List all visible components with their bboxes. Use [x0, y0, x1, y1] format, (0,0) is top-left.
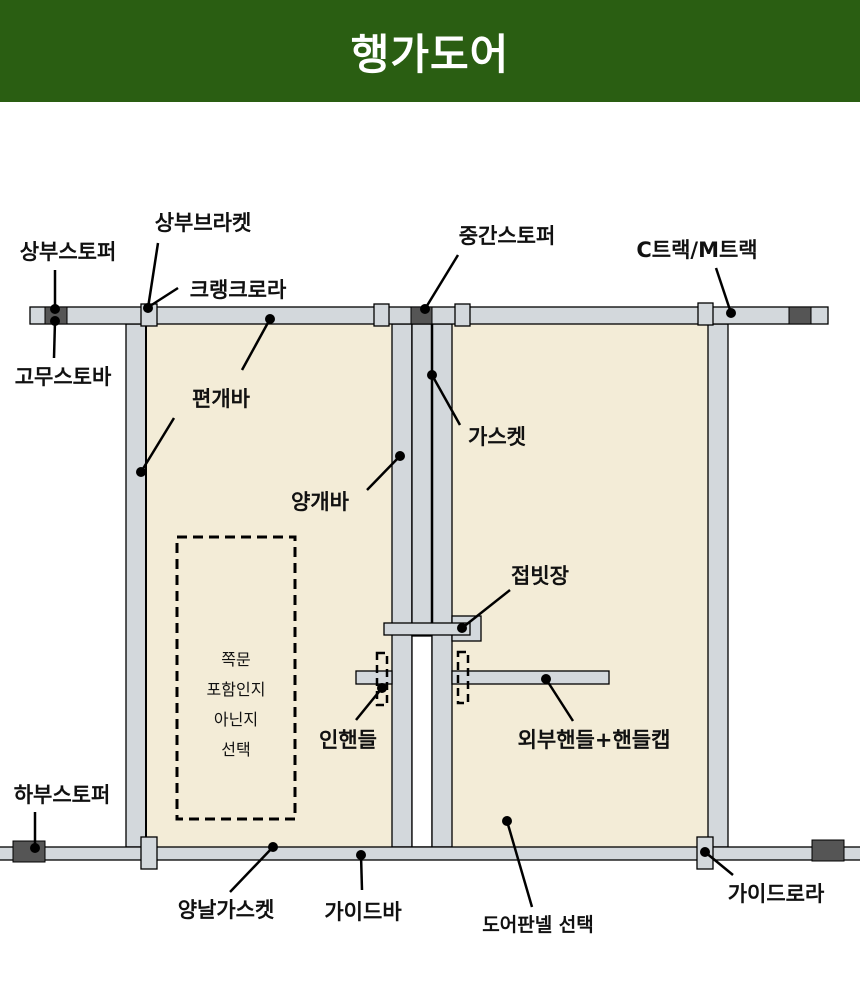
double-bar-right — [431, 323, 453, 848]
handle-cap — [456, 650, 470, 705]
header: 행가도어 — [0, 0, 860, 102]
label-single-bar: 편개바 — [192, 387, 251, 411]
label-top-stopper: 상부스토퍼 — [20, 240, 117, 264]
crank-roller — [697, 302, 714, 326]
gasket-strip — [411, 323, 433, 637]
label-outer-handle: 외부핸들+핸들캡 — [518, 728, 671, 752]
guide-bar — [0, 846, 860, 861]
guide-roller — [140, 836, 158, 870]
label-top-bracket: 상부브라켓 — [155, 211, 252, 235]
label-hinge: 접빗장 — [511, 564, 569, 588]
label-double-bar: 양개바 — [291, 490, 350, 514]
right-door-panel — [452, 324, 708, 847]
double-bar-left — [391, 323, 413, 848]
label-guide-roller: 가이드로라 — [728, 882, 825, 906]
leader-dots — [30, 303, 736, 860]
wicket-text: 아닌지 — [214, 710, 258, 729]
wicket-text: 쪽문 — [221, 650, 250, 669]
outer-handle — [451, 670, 610, 685]
bottom-stopper-right — [811, 839, 845, 862]
crank-roller — [454, 303, 471, 327]
wicket-text: 선택 — [221, 740, 250, 759]
label-middle-stopper: 중간스토퍼 — [459, 224, 556, 248]
bottom-stopper — [12, 840, 46, 863]
label-crank-roller: 크랭크로라 — [190, 278, 287, 302]
label-bottom-stopper: 하부스토퍼 — [14, 783, 111, 807]
label-guide-bar: 가이드바 — [324, 900, 402, 924]
label-inner-handle: 인핸들 — [319, 728, 377, 752]
label-double-gasket: 양날가스켓 — [178, 898, 275, 922]
wicket-text: 포함인지 — [207, 680, 266, 699]
handle-cap — [375, 651, 389, 707]
top-stopper-right — [788, 306, 812, 325]
page-title: 행가도어 — [350, 29, 510, 79]
inner-handle — [355, 670, 393, 685]
right-stile — [707, 323, 729, 848]
single-bar — [125, 323, 147, 848]
hinge-bar — [383, 622, 471, 636]
label-gasket: 가스켓 — [468, 425, 526, 449]
label-door-panel: 도어판넬 선택 — [482, 914, 594, 936]
wicket-door-area — [175, 535, 297, 821]
crank-roller — [373, 303, 390, 327]
label-rubber-stopper: 고무스토바 — [15, 365, 112, 389]
label-c-track: C트랙/M트랙 — [636, 238, 757, 262]
leader-lines — [33, 242, 734, 908]
left-door-panel — [146, 324, 392, 847]
